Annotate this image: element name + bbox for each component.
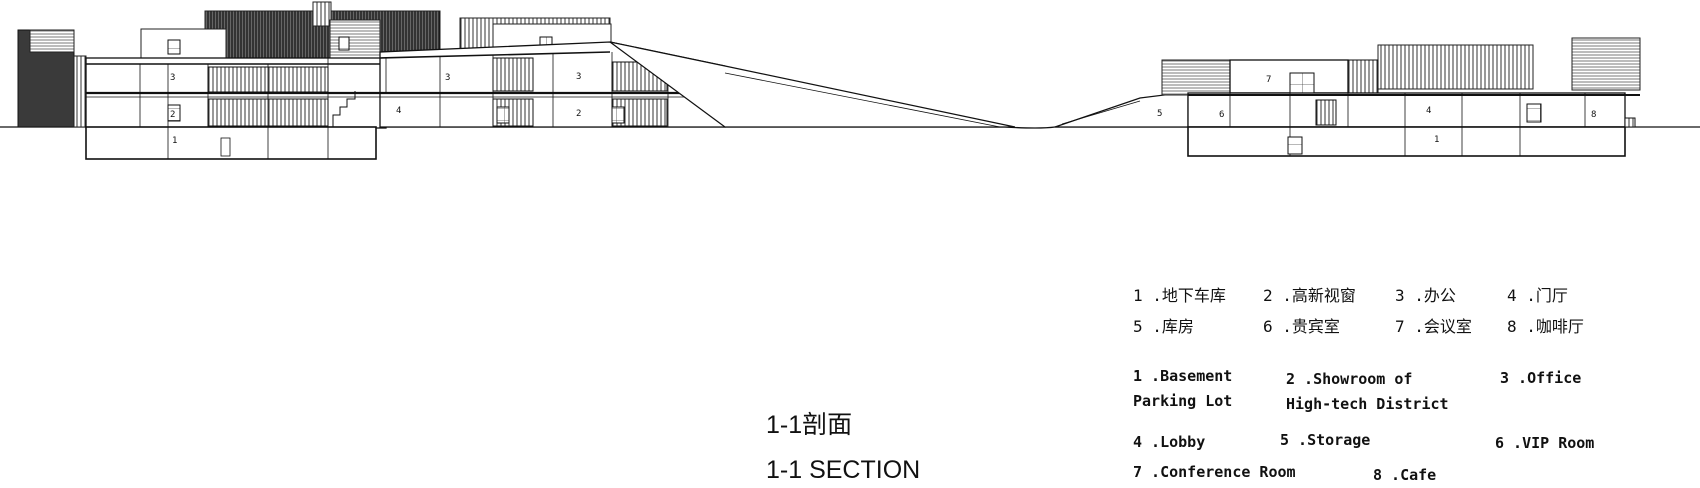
legend-item: 4 .门厅 bbox=[1507, 286, 1568, 305]
west-building bbox=[17, 1, 1016, 160]
east-building bbox=[1054, 37, 1641, 157]
room-number: 3 bbox=[576, 72, 581, 82]
legend-item: 8 .咖啡厅 bbox=[1507, 317, 1584, 336]
room-number: 7 bbox=[1266, 75, 1271, 85]
legend-item-line: High-tech District bbox=[1286, 395, 1449, 413]
legend-item: 1 .地下车库 bbox=[1133, 286, 1226, 305]
legend-item-line: 1 .Basement bbox=[1133, 367, 1233, 385]
legend-item: 5 .Storage bbox=[1280, 431, 1371, 449]
room-number: 4 bbox=[396, 106, 401, 116]
room-number: 8 bbox=[1591, 110, 1596, 120]
room-number: 5 bbox=[1157, 109, 1162, 119]
room-number: 4 bbox=[1426, 106, 1431, 116]
room-number: 2 bbox=[576, 109, 581, 119]
legend-item: 6 .VIP Room bbox=[1495, 434, 1595, 452]
legend-item: 6 .贵宾室 bbox=[1263, 317, 1340, 336]
legend-item: 2 .Showroom of High-tech District bbox=[1286, 367, 1449, 417]
east-roof-screen bbox=[1377, 44, 1534, 90]
legend-item: 1 .Basement Parking Lot bbox=[1133, 364, 1232, 414]
legend-item: 2 .高新视窗 bbox=[1263, 286, 1356, 305]
room-number: 1 bbox=[1434, 135, 1439, 145]
room-number: 2 bbox=[170, 110, 175, 120]
room-number: 1 bbox=[172, 136, 177, 146]
legend-item: 3 .办公 bbox=[1395, 286, 1456, 305]
section-title-english: 1-1 SECTION bbox=[766, 456, 921, 484]
room-number: 3 bbox=[445, 73, 450, 83]
room-number: 6 bbox=[1219, 110, 1224, 120]
legend-item: 3 .Office bbox=[1500, 369, 1582, 387]
legend-item-line: 2 .Showroom of bbox=[1286, 370, 1413, 388]
room-number-labels: 1 2 3 3 4 3 2 5 6 7 4 8 1 bbox=[170, 72, 1596, 146]
legend-item: 8 .Cafe bbox=[1373, 466, 1437, 484]
legend-item-line: Parking Lot bbox=[1133, 392, 1233, 410]
legend-item: 7 .Conference Room bbox=[1133, 463, 1296, 481]
legend-item: 5 .库房 bbox=[1133, 317, 1194, 336]
legend-item: 4 .Lobby bbox=[1133, 433, 1206, 451]
legend-item: 7 .会议室 bbox=[1395, 317, 1472, 336]
room-number: 3 bbox=[170, 73, 175, 83]
section-title-chinese: 1-1剖面 bbox=[766, 411, 853, 439]
